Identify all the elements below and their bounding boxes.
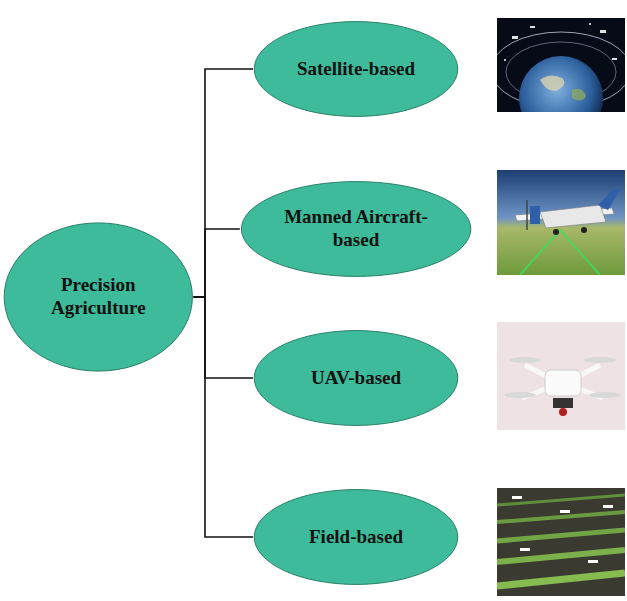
tree-connector	[194, 297, 253, 537]
node-label: Satellite-based	[297, 58, 415, 81]
field-picture	[497, 488, 625, 596]
node-label: UAV-based	[311, 367, 401, 390]
ellipse-node: Manned Aircraft-based	[240, 181, 472, 277]
tree-connector	[194, 69, 253, 297]
node-label: Manned Aircraft-based	[276, 206, 436, 252]
ellipse-node: Precision Agriculture	[3, 222, 194, 372]
aircraft-picture	[497, 170, 625, 275]
ellipse-node: UAV-based	[253, 330, 459, 426]
drone-picture	[497, 322, 625, 430]
node-label: Field-based	[309, 526, 403, 549]
satellite-picture	[497, 18, 625, 112]
ellipse-node: Satellite-based	[253, 21, 459, 117]
node-label: Precision Agriculture	[33, 274, 163, 320]
ellipse-node: Field-based	[253, 489, 459, 585]
tree-connector	[194, 229, 240, 297]
tree-connector	[194, 297, 253, 378]
